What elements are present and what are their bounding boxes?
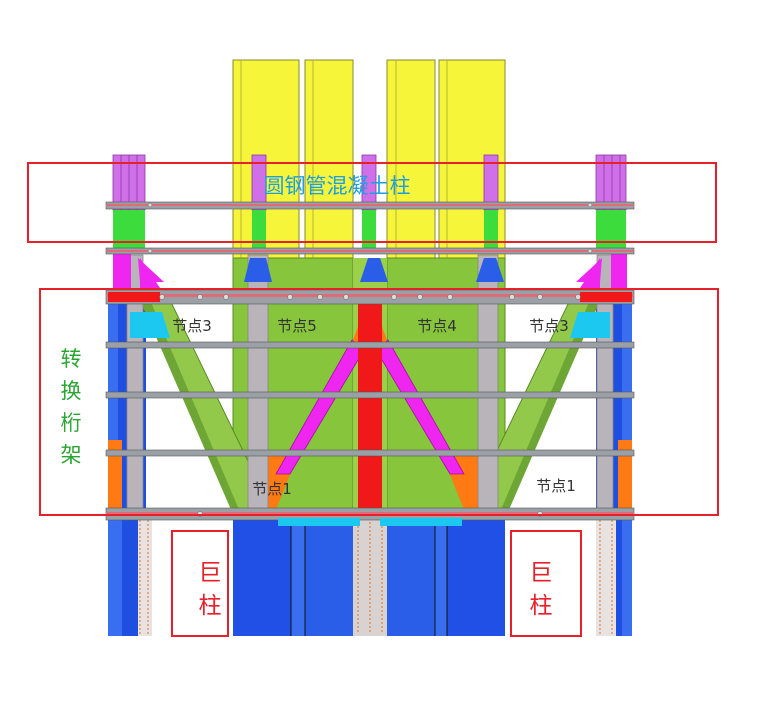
node-4-label: 节点4 xyxy=(417,317,457,335)
truss-label-char-1: 转 xyxy=(61,347,82,371)
truss-label-char-3: 桁 xyxy=(61,411,82,435)
node-3-right-label: 节点3 xyxy=(529,317,569,335)
center-strip xyxy=(357,518,383,634)
center-red-column xyxy=(358,298,382,518)
column-callout-label: 圆钢管混凝土柱 xyxy=(264,174,411,198)
core-base xyxy=(233,516,505,636)
mega-column-left-frame xyxy=(171,530,229,637)
core-columns-top xyxy=(232,59,506,261)
node-labels: 节点3 节点5 节点4 节点3 节点1 节点1 xyxy=(172,317,576,498)
node-1-left-label: 节点1 xyxy=(252,480,292,498)
core-column-2 xyxy=(304,59,354,261)
cyan-pieces xyxy=(130,312,610,338)
mega-column-left-label: 巨 柱 xyxy=(199,560,222,619)
callout-frames xyxy=(27,162,719,637)
node-1-right-label: 节点1 xyxy=(536,477,576,495)
red-chord-segments xyxy=(108,292,632,302)
wedge-connectors xyxy=(138,258,602,300)
mega-right-char-1: 巨 xyxy=(530,560,553,586)
truss-label-char-2: 换 xyxy=(61,379,82,403)
core-column-3 xyxy=(386,59,436,261)
column-callout-frame xyxy=(27,162,717,243)
mega-left-char-1: 巨 xyxy=(199,560,222,586)
bolt-dots xyxy=(147,202,593,517)
mega-left-char-2: 柱 xyxy=(199,593,222,619)
outer-braces xyxy=(139,299,601,513)
node-5-label: 节点5 xyxy=(277,317,317,335)
mega-right-char-2: 柱 xyxy=(530,593,553,619)
node-3-left-label: 节点3 xyxy=(172,317,212,335)
tubular-columns xyxy=(112,154,627,298)
mega-column-right-label: 巨 柱 xyxy=(530,560,553,619)
truss-callout-label: 转 换 桁 架 xyxy=(61,347,82,467)
mega-column-right-frame xyxy=(510,530,582,637)
truss-label-char-4: 架 xyxy=(61,443,82,467)
truss-callout-frame xyxy=(39,288,719,516)
